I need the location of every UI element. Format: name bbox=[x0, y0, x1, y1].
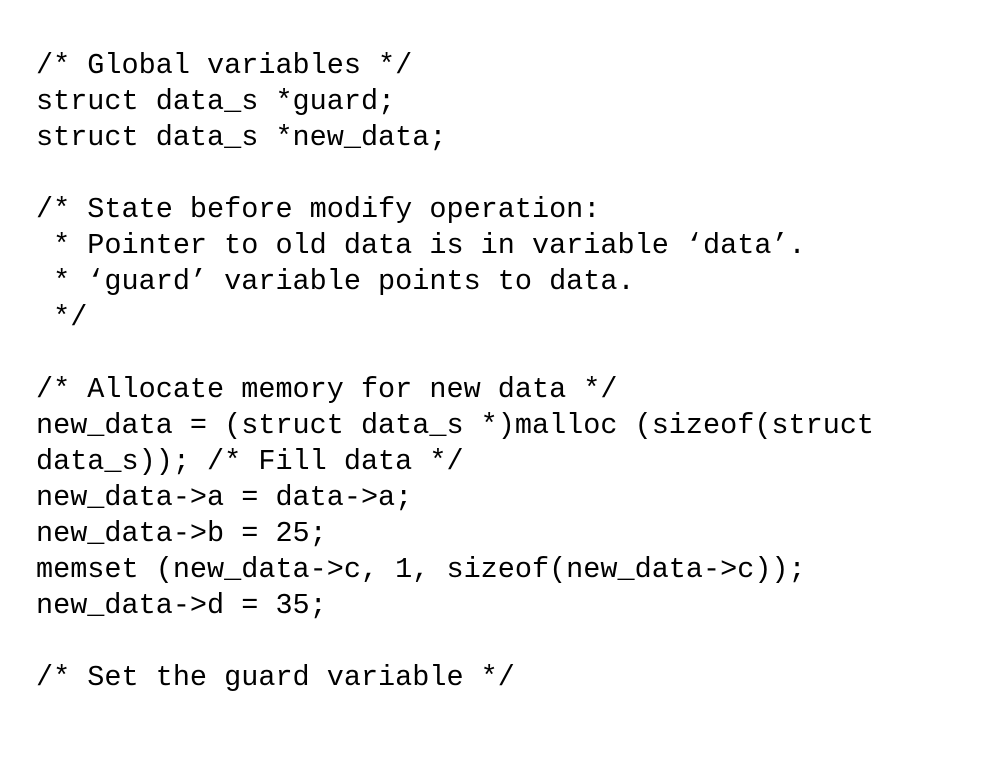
code-line: * ‘guard’ variable points to data. bbox=[36, 265, 635, 298]
code-line: new_data->d = 35; bbox=[36, 589, 327, 622]
code-line: /* State before modify operation: bbox=[36, 193, 601, 226]
code-line: /* Allocate memory for new data */ bbox=[36, 373, 618, 406]
code-line-blank bbox=[36, 156, 988, 192]
code-line: memset (new_data->c, 1, sizeof(new_data-… bbox=[36, 553, 806, 586]
code-line: data_s)); /* Fill data */ bbox=[36, 445, 464, 478]
code-line: struct data_s *guard; bbox=[36, 85, 396, 118]
code-line: */ bbox=[36, 301, 88, 334]
code-line: /* Set the guard variable */ bbox=[36, 661, 515, 694]
code-line: new_data->b = 25; bbox=[36, 517, 327, 550]
code-line-blank bbox=[36, 336, 988, 372]
code-line-blank bbox=[36, 624, 988, 660]
code-line: /* Global variables */ bbox=[36, 49, 413, 82]
code-line: new_data = (struct data_s *)malloc (size… bbox=[36, 409, 875, 442]
code-line: struct data_s *new_data; bbox=[36, 121, 447, 154]
code-line: * Pointer to old data is in variable ‘da… bbox=[36, 229, 806, 262]
code-line: new_data->a = data->a; bbox=[36, 481, 413, 514]
